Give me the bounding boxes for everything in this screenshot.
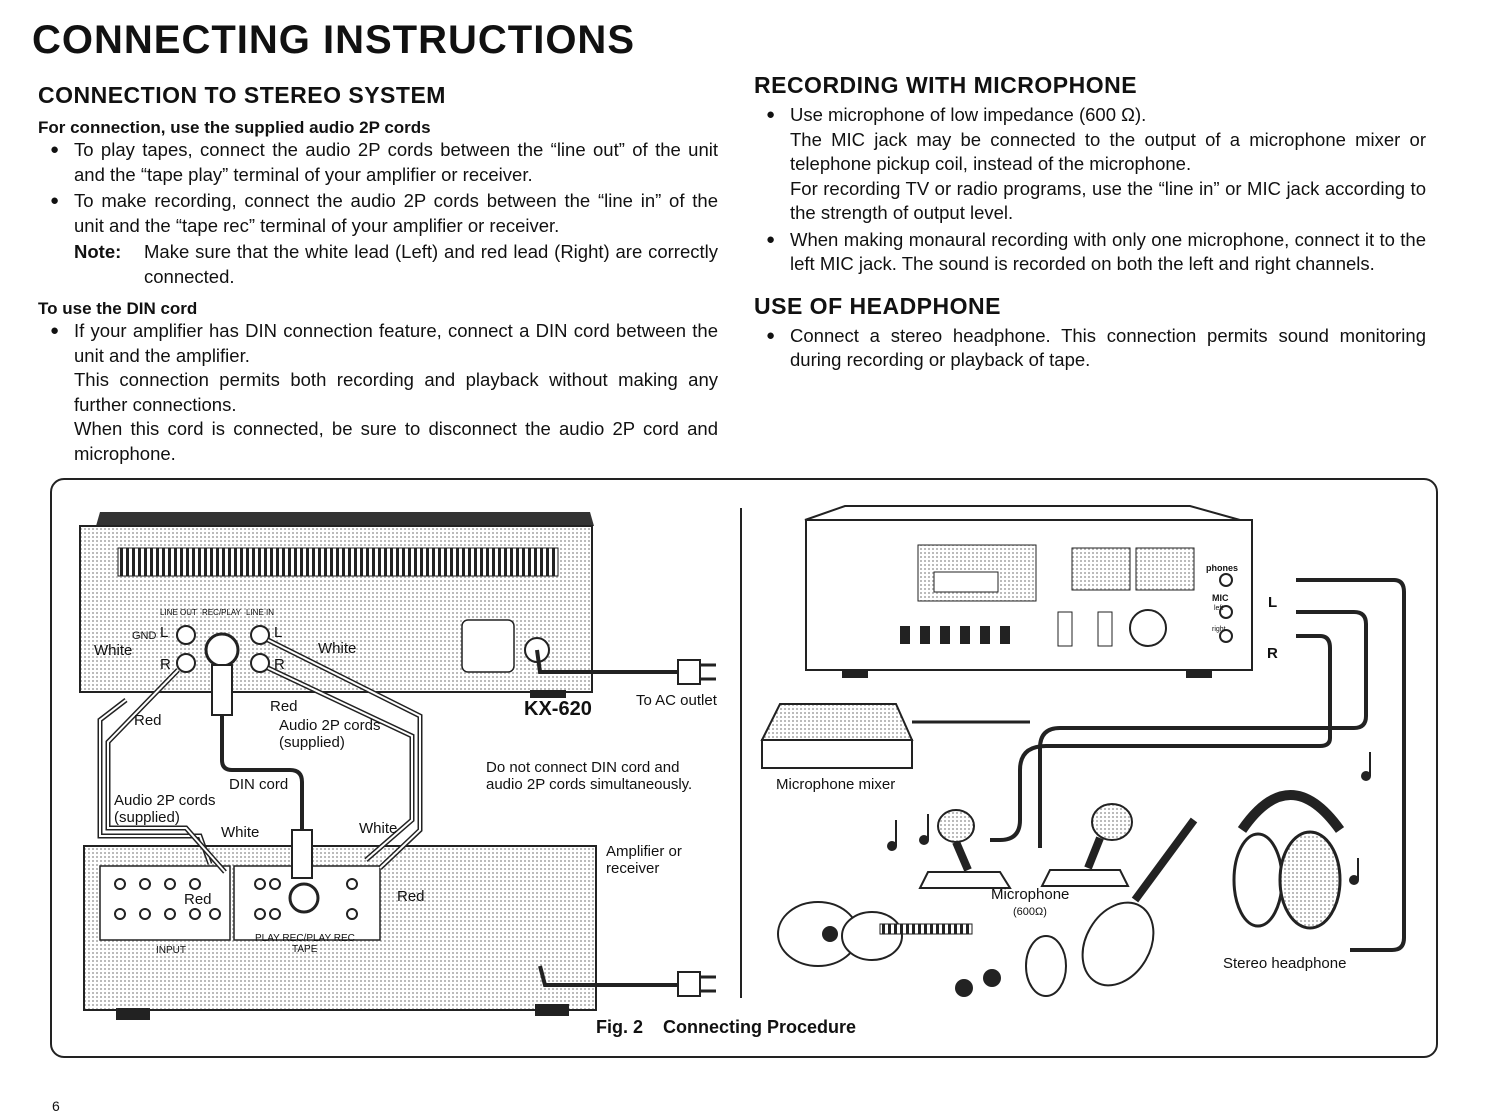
label-mic: MIC — [1212, 593, 1229, 603]
label-mic-r: R — [1267, 645, 1278, 662]
maracas-icon — [955, 969, 1001, 997]
page-title: CONNECTING INSTRUCTIONS — [32, 18, 635, 62]
mic-headphone-cables — [990, 578, 1406, 952]
din-plug-top — [211, 664, 233, 716]
label-microphone-ohm: (600Ω) — [1013, 906, 1047, 918]
label-input: INPUT — [156, 945, 186, 956]
tambourine-icon — [1025, 935, 1067, 997]
label-phones: phones — [1206, 563, 1239, 573]
ac-cord-deck — [535, 649, 716, 685]
section-heading-microphone: RECORDING WITH MICROPHONE — [754, 72, 1138, 98]
label-microphone-mixer: Microphone mixer — [776, 776, 896, 793]
mic-paragraph-mixer: The MIC jack may be connected to the out… — [790, 128, 1426, 175]
left-column: CONNECTION TO STEREO SYSTEM For connecti… — [38, 82, 718, 468]
label-red-right: Red — [270, 698, 298, 715]
cassette-deck-front — [804, 505, 1253, 678]
label-amplifier: Amplifier or receiver — [606, 843, 682, 877]
label-white-left: White — [94, 642, 133, 659]
amplifier-rear — [83, 845, 597, 1020]
music-notes-icon — [887, 752, 1371, 885]
note-text: Make sure that the white lead (Left) and… — [144, 241, 718, 287]
label-left-jack: L — [160, 624, 169, 641]
right-column: RECORDING WITH MICROPHONE Use microphone… — [754, 72, 1426, 375]
label-red-bottom-right: Red — [397, 888, 425, 905]
audio-2p-cords — [97, 637, 423, 874]
note-label: Note: — [74, 241, 122, 262]
label-mic-l: L — [1268, 594, 1278, 611]
din-paragraph-permits: This connection permits both recording a… — [74, 369, 718, 415]
bullet-headphone: Connect a stereo headphone. This connect… — [754, 324, 1426, 373]
label-right-jack: R — [160, 656, 171, 673]
figure-number: Fig. 2 — [596, 1017, 644, 1037]
label-microphone: Microphone — [991, 886, 1070, 903]
label-white-right: White — [318, 640, 357, 657]
label-gnd: GND — [132, 630, 157, 642]
guitar-right-icon — [1081, 817, 1198, 987]
section-heading-stereo: CONNECTION TO STEREO SYSTEM — [38, 82, 446, 108]
label-left-jack-in: L — [274, 624, 283, 641]
bullet-din-feature: If your amplifier has DIN connection fea… — [38, 319, 718, 466]
bullet-low-impedance: Use microphone of low impedance (600 Ω).… — [754, 103, 1426, 226]
label-white-bottom-left: White — [221, 824, 260, 841]
label-stereo-headphone: Stereo headphone — [1223, 955, 1347, 972]
model-label: KX-620 — [524, 698, 592, 720]
label-line-in: LINE IN — [246, 608, 275, 617]
mic-paragraph-tv: For recording TV or radio programs, use … — [790, 177, 1426, 224]
subheading-audio-cords: For connection, use the supplied audio 2… — [38, 118, 431, 137]
bullet-impedance-text: Use microphone of low impedance (600 Ω). — [790, 104, 1147, 125]
section-heading-headphone: USE OF HEADPHONE — [754, 292, 1001, 319]
cassette-deck-rear — [79, 512, 594, 698]
label-right-jack-in: R — [274, 656, 285, 673]
microphone-mixer — [760, 703, 1030, 769]
bullet-din-text: If your amplifier has DIN connection fea… — [74, 320, 718, 366]
page-number: 6 — [52, 1098, 60, 1114]
microphone-right — [1040, 803, 1133, 887]
din-paragraph-disconnect: When this cord is connected, be sure to … — [74, 418, 718, 464]
label-red-bottom-left: Red — [184, 891, 212, 908]
label-red-left: Red — [134, 712, 162, 729]
bullet-make-recording: To make recording, connect the audio 2P … — [38, 189, 718, 238]
label-audio-cords-left: Audio 2P cords (supplied) — [114, 792, 216, 826]
din-cord — [220, 700, 304, 840]
ac-cord-amplifier — [538, 965, 716, 997]
label-mic-left: left — [1214, 605, 1224, 612]
stereo-headphone-icon — [1232, 790, 1345, 930]
microphone-left — [918, 809, 1012, 889]
guitar-left-icon — [777, 901, 973, 967]
figure-frame — [50, 478, 1438, 1058]
label-play-rec: PLAY REC/PLAY REC — [255, 933, 355, 944]
bullet-play-tapes: To play tapes, connect the audio 2P cord… — [38, 138, 718, 187]
label-line-out: LINE OUT — [160, 608, 197, 617]
figure-divider — [740, 508, 742, 998]
label-din-cord: DIN cord — [229, 776, 289, 793]
figure-title: Connecting Procedure — [663, 1017, 857, 1037]
label-mic-right: right — [1212, 626, 1226, 633]
bullet-monaural: When making monaural recording with only… — [754, 228, 1426, 277]
label-to-ac-outlet: To AC outlet — [636, 692, 717, 709]
label-audio-cords-right: Audio 2P cords (supplied) — [279, 717, 381, 751]
warning-din-and-audio: Do not connect DIN cord and audio 2P cor… — [486, 759, 693, 793]
note-block: Note: Make sure that the white lead (Lef… — [38, 240, 718, 289]
figure-caption: Fig. 2 Connecting Procedure — [596, 1017, 856, 1038]
label-rec-play: REC/PLAY — [202, 608, 241, 617]
label-white-bottom-right: White — [359, 820, 398, 837]
din-plug-bottom — [291, 829, 313, 879]
subheading-din-cord: To use the DIN cord — [38, 299, 198, 318]
label-tape: TAPE — [292, 944, 318, 955]
